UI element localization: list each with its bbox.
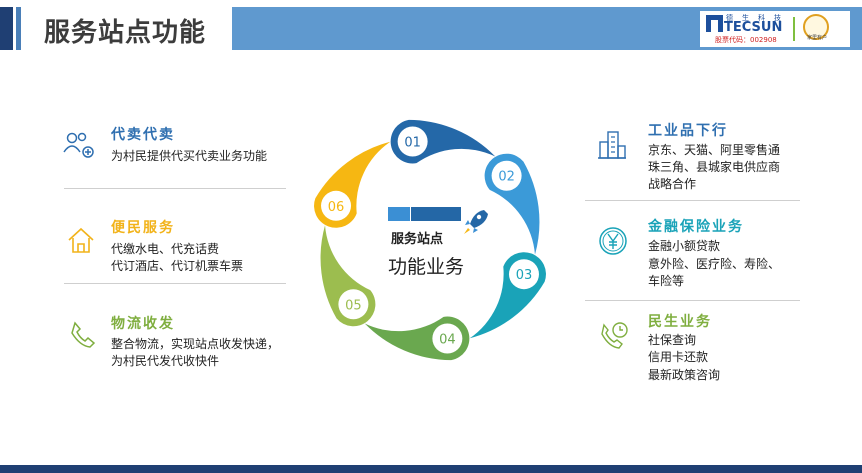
cycle-number-label: 05 bbox=[345, 298, 362, 313]
center-label-small: 服务站点 bbox=[391, 232, 444, 247]
item-line: 整合物流，实现站点收发快递， bbox=[111, 337, 280, 351]
item-title: 物流收发 bbox=[111, 316, 175, 332]
cycle-number-badge bbox=[338, 289, 369, 320]
item-line: 最新政策咨询 bbox=[648, 368, 721, 382]
logo-chinese-name: 德生科技 bbox=[726, 14, 790, 22]
phone-icon bbox=[71, 321, 96, 348]
item-line: 意外险、医疗险、寿险、 bbox=[648, 257, 781, 271]
item-line: 金融小额贷款 bbox=[648, 239, 721, 253]
stock-code: 股票代码：002908 bbox=[715, 36, 777, 44]
logo-divider bbox=[793, 17, 795, 41]
yen-coin-icon bbox=[599, 227, 627, 255]
header-accent-bar bbox=[0, 7, 13, 50]
divider bbox=[585, 200, 800, 201]
cycle-number-label: 01 bbox=[404, 136, 421, 151]
item-title: 代卖代卖 bbox=[111, 127, 175, 143]
brand-seal-text: 家里有户 bbox=[806, 35, 827, 41]
divider bbox=[585, 300, 800, 301]
cycle-diagram: 01 02 03 04 05 06 bbox=[314, 119, 546, 361]
footer-bar bbox=[0, 465, 862, 473]
cycle-number-badge bbox=[321, 190, 352, 221]
center-accent-bar-dark bbox=[411, 207, 461, 221]
phone-clock-icon bbox=[601, 322, 628, 349]
item-line: 京东、天猫、阿里零售通 bbox=[648, 143, 781, 157]
tecsun-logo-icon bbox=[706, 15, 723, 32]
item-title: 金融保险业务 bbox=[648, 219, 744, 235]
cycle-number-label: 02 bbox=[498, 170, 515, 185]
divider bbox=[64, 188, 286, 189]
cycle-number-label: 04 bbox=[439, 332, 456, 347]
item-title: 民生业务 bbox=[648, 314, 712, 330]
item-line: 珠三角、县城家电供应商 bbox=[648, 160, 781, 174]
center-accent-bar bbox=[388, 207, 410, 221]
cycle-number-badge bbox=[491, 160, 522, 191]
item-line: 为村民代发代收快件 bbox=[111, 354, 220, 368]
cycle-number-badge bbox=[508, 259, 539, 290]
cycle-number-label: 06 bbox=[328, 200, 345, 215]
divider bbox=[64, 283, 286, 284]
item-line: 社保查询 bbox=[648, 333, 697, 347]
home-icon bbox=[68, 227, 94, 253]
buildings-icon bbox=[598, 131, 626, 159]
item-title: 工业品下行 bbox=[648, 123, 728, 139]
item-line: 战略合作 bbox=[648, 177, 697, 191]
page-title: 服务站点功能 bbox=[44, 18, 207, 48]
item-line: 车险等 bbox=[648, 274, 685, 288]
logo-name: TECSUN bbox=[724, 20, 783, 35]
rocket-icon bbox=[464, 210, 488, 234]
item-line: 信用卡还款 bbox=[648, 350, 709, 364]
users-add-icon bbox=[63, 132, 94, 158]
brand-seal-icon bbox=[803, 14, 829, 40]
item-line: 代订酒店、代订机票车票 bbox=[111, 259, 244, 273]
item-title: 便民服务 bbox=[111, 220, 175, 236]
item-line: 为村民提供代买代卖业务功能 bbox=[111, 149, 268, 163]
cycle-number-badge bbox=[397, 126, 428, 157]
item-line: 代缴水电、代充话费 bbox=[111, 242, 220, 256]
header-accent-bar-thin bbox=[16, 7, 21, 50]
center-label-large: 功能业务 bbox=[388, 256, 465, 278]
cycle-number-label: 03 bbox=[516, 268, 533, 283]
cycle-number-badge bbox=[432, 323, 463, 354]
